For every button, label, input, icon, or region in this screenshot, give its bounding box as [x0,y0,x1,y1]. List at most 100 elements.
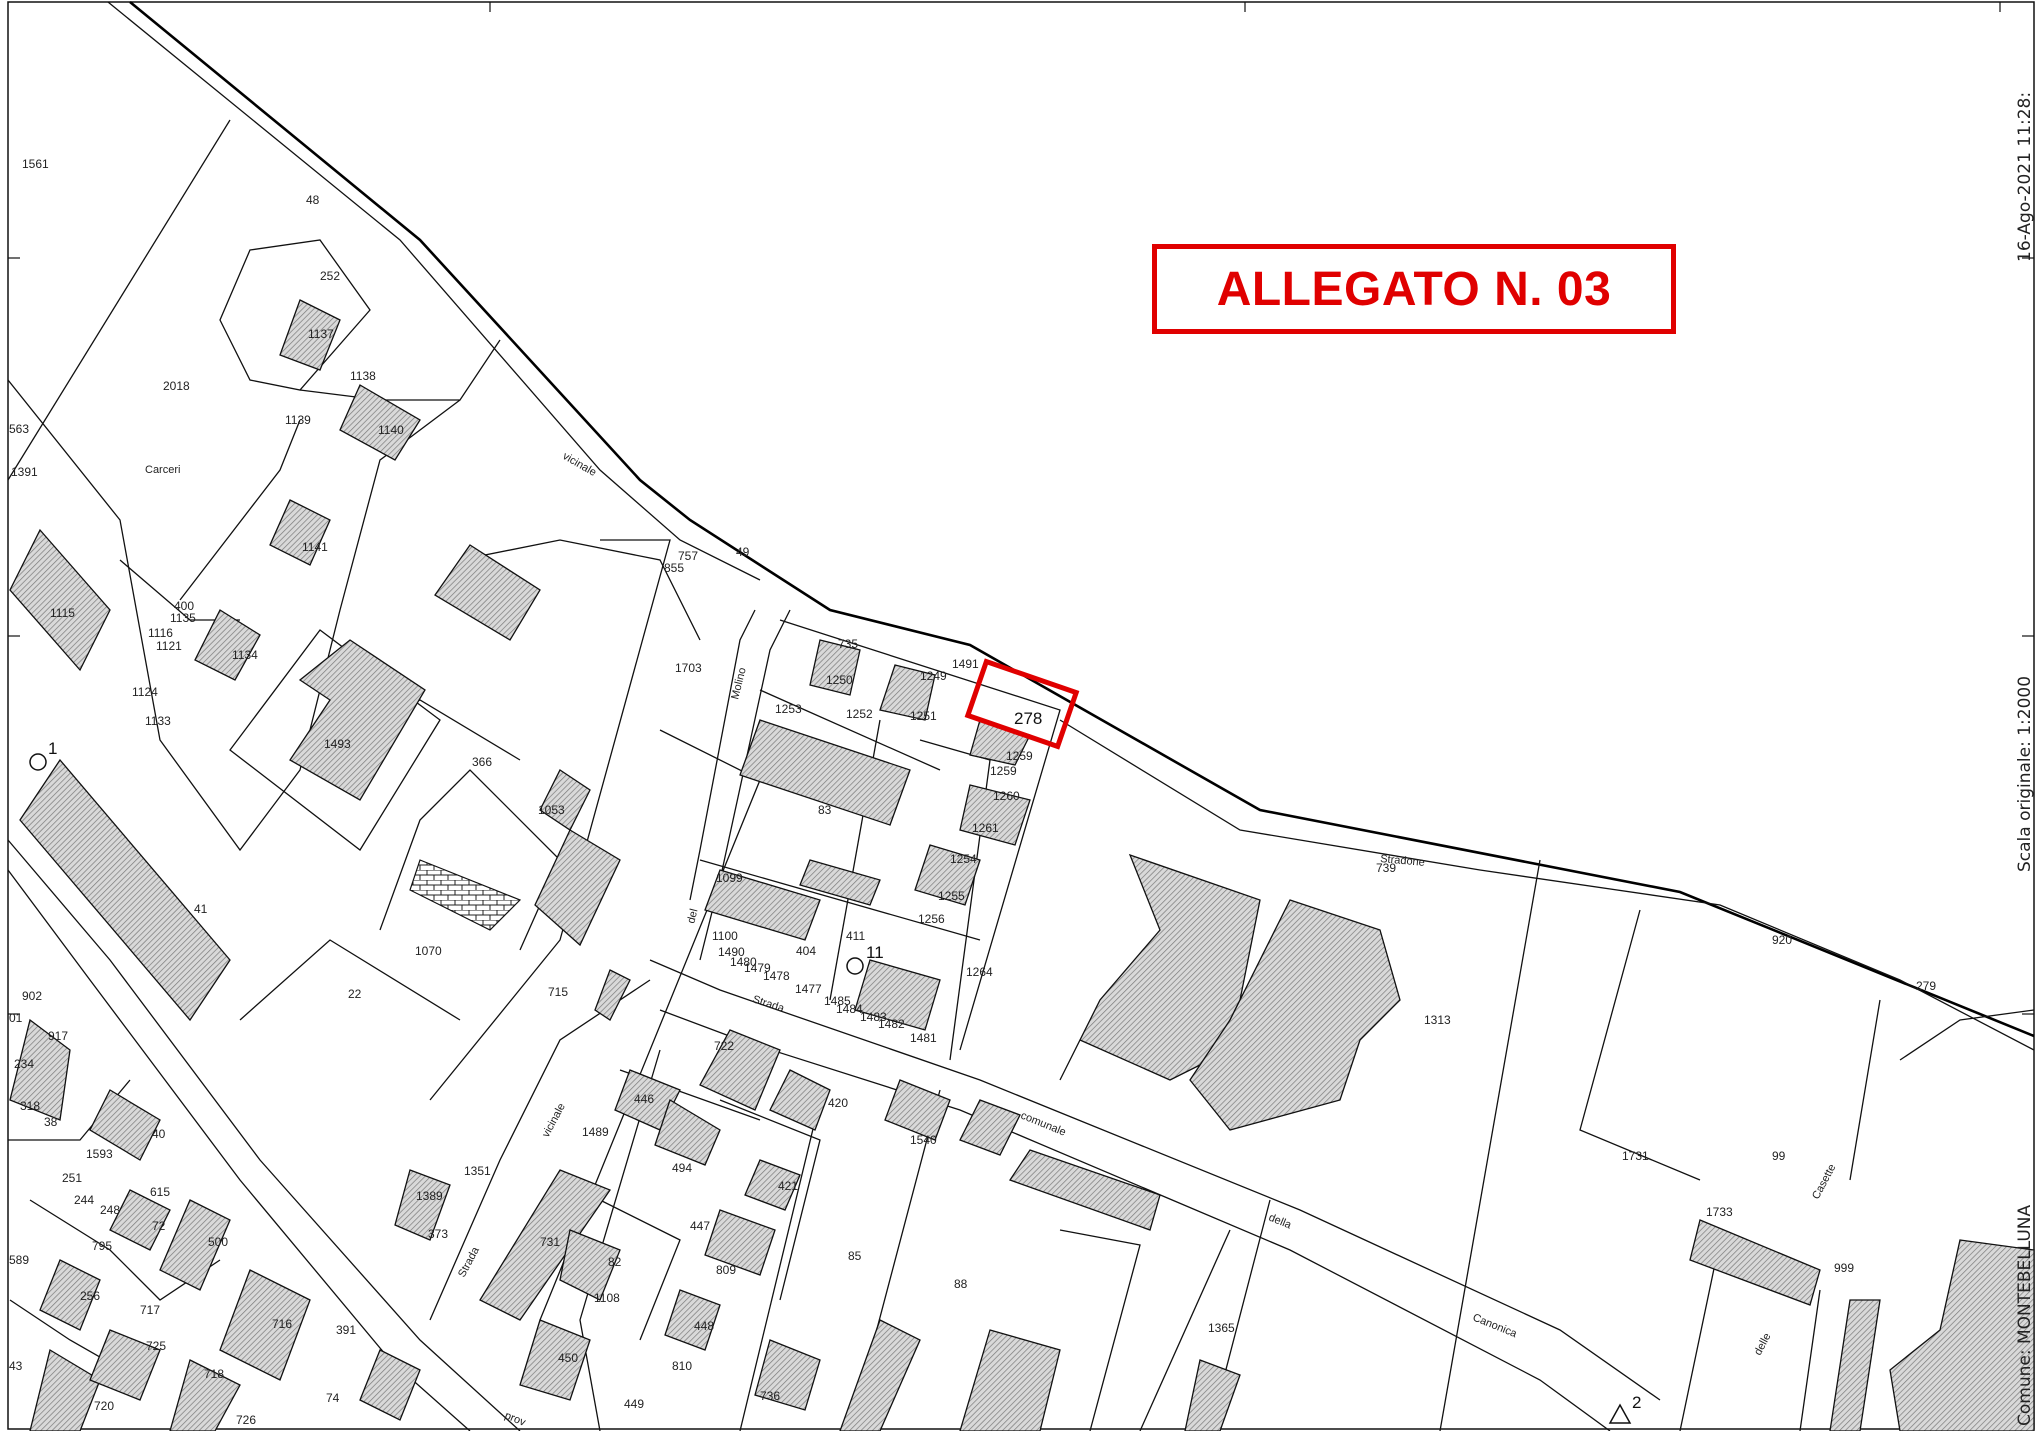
parcel-label: 1540 [910,1133,937,1147]
parcel-label: 1480 [730,955,757,969]
parcel-label: 757 [678,549,698,563]
parcel-label: 256 [80,1289,100,1303]
street-casette: Casette [1810,1162,1838,1201]
parcel-label: 252 [320,269,340,283]
street-della: della [1267,1212,1294,1232]
parcel-label: 1137 [308,327,334,341]
parcel-label: 736 [760,1389,780,1403]
parcel-label: 1260 [993,789,1020,803]
parcel-label: 1733 [1706,1205,1733,1219]
parcel-label: 1489 [582,1125,609,1139]
parcel-label: 244 [74,1193,94,1207]
parcel-label: 41 [194,902,208,916]
street-delle: delle [1752,1331,1774,1357]
street-stradone: Stradone [1380,853,1426,869]
parcel-label: 1134 [232,648,258,662]
parcel-label: 85 [848,1249,862,1263]
parcel-label: 809 [716,1263,736,1277]
place-carceri: Carceri [145,464,180,476]
parcel-label: 1365 [1208,1321,1235,1335]
parcel-label: 38 [44,1115,58,1129]
parcel-label: 563 [9,422,29,436]
parcel-label: 1477 [795,982,822,996]
parcel-label: 917 [48,1029,68,1043]
title-box: ALLEGATO N. 03 [1152,244,1676,334]
parcel-label: 48 [306,193,320,207]
parcel-label: 72 [152,1219,166,1233]
side-municipality: Comune: MONTEBELLUNA [2015,1204,2035,1426]
street-vicinale-top: vicinale [561,450,599,479]
road-provinciale-2 [7,869,471,1431]
parcel-label: 391 [336,1323,356,1337]
parcel-label: 1251 [910,709,937,723]
parcel-label: 411 [846,929,865,943]
parcel-label: 1561 [22,157,49,171]
parcel-label: 1099 [716,871,743,885]
parcel-label: 1139 [285,413,311,427]
parcel-label: 1593 [86,1147,113,1161]
parcel-label: 722 [714,1039,734,1053]
street-labels: vicinale Molino del Strada comunale dell… [145,450,1838,1429]
parcel-label: 920 [1772,933,1792,947]
street-comunale: comunale [1019,1110,1068,1139]
parcel-labels: 1561 48 252 1137 1138 2018 1139 1140 563… [9,157,1936,1427]
parcel-label: 446 [634,1092,654,1106]
street-molino: Molino [729,666,748,700]
parcel-label: 1391 [11,465,38,479]
parcel-label-highlighted: 278 [1014,709,1042,728]
side-legend: 16-Ago-2021 11:28: Scala originale: 1:20… [2015,92,2035,1426]
marker-triangle-icon [1608,1403,1632,1424]
parcel-label: 718 [204,1367,224,1381]
parcel-label: 1141 [302,540,328,554]
parcel-label: 1252 [846,707,873,721]
parcel-label: 82 [608,1255,622,1269]
parcel-label: 43 [9,1359,23,1373]
parcel-label: 449 [624,1397,644,1411]
parcel-label: 720 [94,1399,114,1413]
parcel-label: 1254 [950,852,977,866]
parcel-label: 1256 [918,912,945,926]
parcel-label: 1053 [538,803,565,817]
parcel-label: 447 [690,1219,710,1233]
parcel-label: 725 [146,1339,166,1353]
road-vicinale-inner [107,1,761,581]
parcel-label: 22 [348,987,362,1001]
parcel-label: 421 [778,1179,798,1193]
parcel-label: 1115 [50,606,75,620]
street-strada-2: Strada [456,1244,482,1279]
parcel-label: 1121 [156,639,182,653]
buildings [9,299,2035,1431]
parcel-label: 366 [472,755,492,769]
parcel-label: 248 [100,1203,120,1217]
marker-label: 2 [1632,1393,1641,1412]
parcel-label: 251 [62,1171,82,1185]
parcel-label: 1479 [744,961,771,975]
parcel-label: 1108 [594,1291,620,1305]
parcel-label: 2018 [163,379,190,393]
parcel-label: 373 [428,1227,448,1241]
parcel-label: 234 [14,1057,34,1071]
parcel-label: 1313 [1424,1013,1451,1027]
marker-label: 1 [48,739,57,758]
parcel-label: 500 [208,1235,228,1249]
parcel-label: 83 [818,803,832,817]
parcel-label: 420 [828,1096,848,1110]
road-provinciale-1 [7,839,521,1431]
parcel-label: 1259 [1006,749,1033,763]
parcel-label: 715 [548,985,568,999]
parcel-label: 1259 [990,764,1017,778]
parcel-label: 1255 [938,889,965,903]
parcel-label: 735 [838,637,858,651]
road-stradone [1059,719,2035,1051]
parcel-label: 1484 [836,1002,863,1016]
parcel-label: 279 [1916,979,1936,993]
parcel-label: 999 [1834,1261,1854,1275]
parcel-label: 1070 [415,944,442,958]
parcel-label: 726 [236,1413,256,1427]
parcel-label: 795 [92,1239,112,1253]
parcel-label: 1264 [966,965,993,979]
parcel-label: 88 [954,1277,968,1291]
parcel-label: 1483 [860,1010,887,1024]
parcel-label: 494 [672,1161,692,1175]
